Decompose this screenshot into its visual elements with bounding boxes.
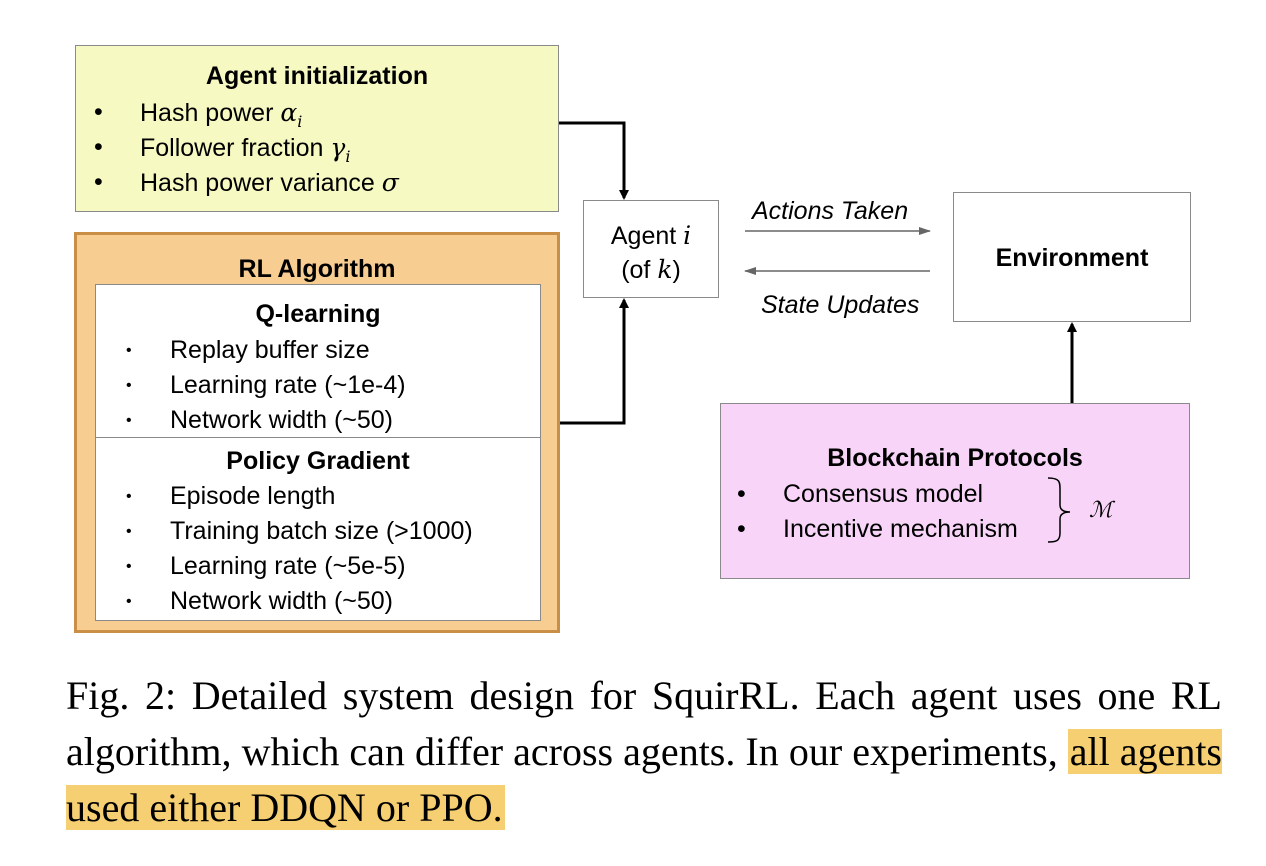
agent-initialization-list: Hash power αi Follower fraction γi Hash … [86,95,399,200]
q-learning-title: Q-learning [255,300,381,328]
policy-gradient-list: Episode length Training batch size (>100… [116,479,473,619]
actions-taken-label: Actions Taken [752,197,909,225]
gamma-symbol: γ [330,133,346,162]
list-item: Learning rate (~5e-5) [116,549,473,584]
rl-algorithm-title: RL Algorithm [238,255,396,283]
right-brace [1047,477,1071,543]
list-item: Network width (~50) [116,403,406,438]
list-item: Training batch size (>1000) [116,514,473,549]
agent-box: Agent i (of k) [583,200,719,298]
list-item: Incentive mechanism [729,512,1018,547]
agent-initialization-box: Agent initialization Hash power αi Follo… [75,45,559,212]
subscript: i [345,147,351,166]
state-updates-label: State Updates [761,291,920,319]
list-item: Hash power variance σ [86,165,399,200]
list-item: Episode length [116,479,473,514]
caption-text: Fig. 2: Detailed system design for Squir… [66,673,1222,774]
list-item: Follower fraction γi [86,130,399,166]
q-learning-list: Replay buffer size Learning rate (~1e-4)… [116,333,406,438]
blockchain-protocols-list: Consensus model Incentive mechanism [729,477,1018,547]
policy-gradient-title: Policy Gradient [226,447,410,475]
init-to-agent-arrow [559,121,629,200]
list-item: Replay buffer size [116,333,406,368]
q-learning-box: Q-learning Replay buffer size Learning r… [95,284,541,438]
policy-gradient-box: Policy Gradient Episode length Training … [95,437,541,621]
subscript: i [297,112,303,131]
environment-title: Environment [995,244,1149,272]
sigma-symbol: σ [381,168,399,197]
list-item: Network width (~50) [116,584,473,619]
alpha-symbol: α [280,98,298,127]
list-item: Learning rate (~1e-4) [116,368,406,403]
list-item: Consensus model [729,477,1018,512]
blockchain-protocols-title: Blockchain Protocols [827,444,1083,472]
environment-box: Environment [953,192,1191,322]
mechanism-symbol: ℳ [1089,498,1113,523]
agent-initialization-title: Agent initialization [205,62,429,90]
list-item: Hash power αi [86,95,399,131]
rl-to-agent-arrow [560,298,629,425]
figure-caption: Fig. 2: Detailed system design for Squir… [66,668,1222,836]
blockchain-protocols-box: Blockchain Protocols Consensus model Inc… [720,403,1190,579]
agent-label: Agent i (of k) [610,221,692,284]
